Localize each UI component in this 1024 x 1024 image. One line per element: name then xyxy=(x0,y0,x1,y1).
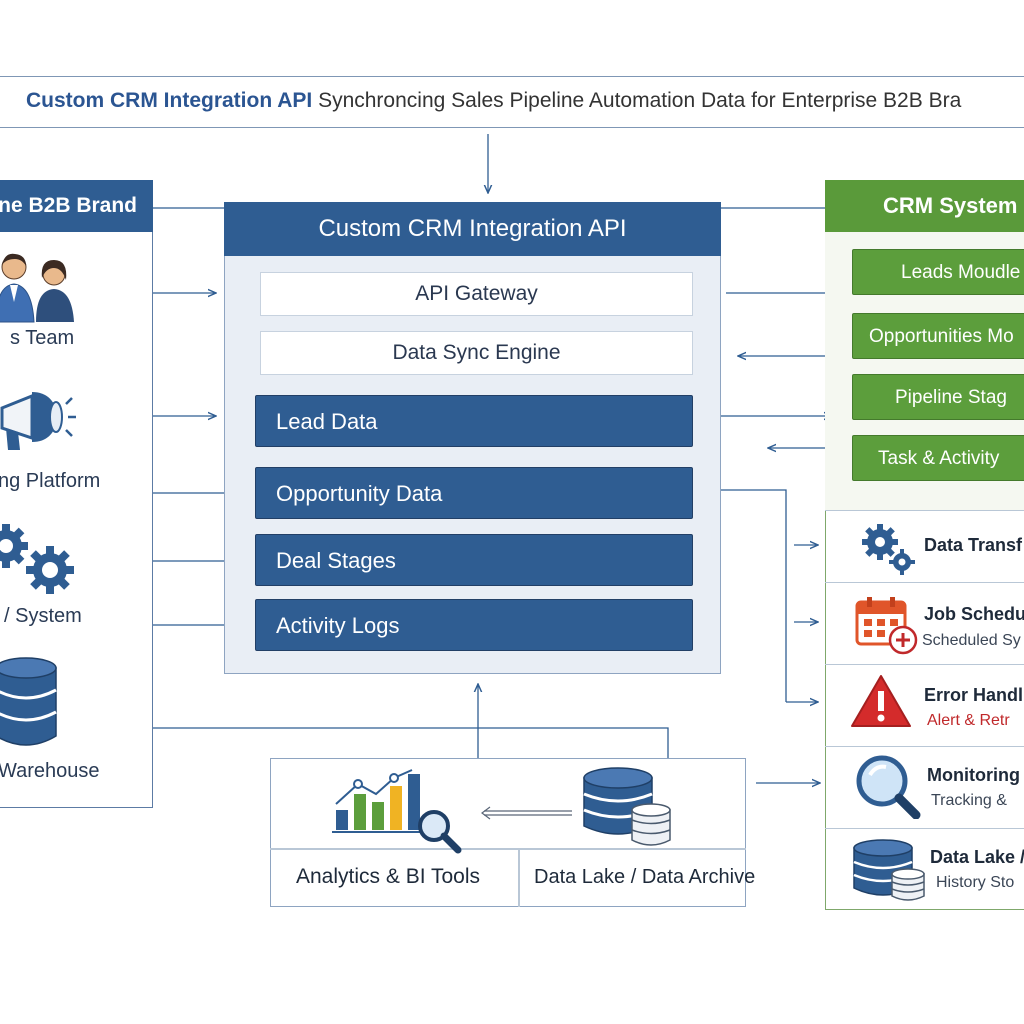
api-gateway-box: API Gateway xyxy=(260,272,693,316)
lead-data-box: Lead Data xyxy=(255,395,693,447)
warning-icon xyxy=(850,673,912,734)
service-subtitle-4: Tracking & xyxy=(931,792,1007,809)
left-item-label-1: s Team xyxy=(10,327,75,349)
diagram-title-rest: Synchroncing Sales Pipeline Automation D… xyxy=(318,89,962,112)
data-lake-archive-label: Data Lake / Data Archive xyxy=(534,866,756,888)
bottom-panel-divider-v xyxy=(518,848,520,907)
bottom-panel-divider-h xyxy=(270,848,746,850)
service-subtitle-3: Alert & Retr xyxy=(927,712,1010,729)
service-row-job-scheduler xyxy=(825,582,1024,664)
left-item-label-4: Warehouse xyxy=(0,760,100,782)
database-icon xyxy=(0,656,62,757)
service-row-error-handling xyxy=(825,664,1024,746)
service-subtitle-2: Scheduled Sy xyxy=(922,632,1021,649)
service-title-3: Error Handl xyxy=(924,685,1024,705)
diagram-title: Custom CRM Integration API Synchroncing … xyxy=(26,89,961,113)
activity-logs-box: Activity Logs xyxy=(255,599,693,651)
service-title-2: Job Schedu xyxy=(924,604,1024,624)
megaphone-icon xyxy=(0,388,76,459)
left-panel-title: ne B2B Brand xyxy=(0,180,153,232)
crm-module-opportunities: Opportunities Mo xyxy=(852,313,1024,359)
crm-module-task-activity: Task & Activity xyxy=(852,435,1024,481)
deal-stages-box: Deal Stages xyxy=(255,534,693,586)
database-icon xyxy=(580,766,676,855)
left-item-label-2: ng Platform xyxy=(0,470,101,492)
analytics-bi-tools-label: Analytics & BI Tools xyxy=(296,865,481,888)
service-row-monitoring xyxy=(825,746,1024,828)
service-title-5: Data Lake / xyxy=(930,847,1024,867)
service-title-4: Monitoring xyxy=(927,765,1020,785)
crm-module-leads: Leads Moudle xyxy=(852,249,1024,295)
bidirectional-arrow xyxy=(480,806,576,825)
analytics-chart-icon xyxy=(330,768,466,859)
users-icon xyxy=(0,250,88,329)
left-item-label-3: / System xyxy=(4,605,82,627)
diagram-title-bar: Custom CRM Integration API Synchroncing … xyxy=(0,76,1024,128)
opportunity-data-box: Opportunity Data xyxy=(255,467,693,519)
gears-icon xyxy=(0,518,78,603)
crm-module-pipeline: Pipeline Stag xyxy=(852,374,1024,420)
gears-icon xyxy=(858,520,916,581)
center-panel-title: Custom CRM Integration API xyxy=(224,202,721,256)
arrow-error-to-opportunity xyxy=(702,490,787,702)
diagram-title-bold: Custom CRM Integration API xyxy=(26,89,313,112)
service-subtitle-5: History Sto xyxy=(936,874,1015,891)
data-sync-engine-box: Data Sync Engine xyxy=(260,331,693,375)
calendar-icon xyxy=(855,596,919,661)
service-row-data-lake xyxy=(825,828,1024,908)
service-row-data-transform xyxy=(825,510,1024,582)
database-icon xyxy=(852,838,928,909)
magnifier-icon xyxy=(854,753,922,824)
service-title-1: Data Transf xyxy=(924,535,1023,555)
right-panel-title: CRM System xyxy=(825,180,1024,232)
